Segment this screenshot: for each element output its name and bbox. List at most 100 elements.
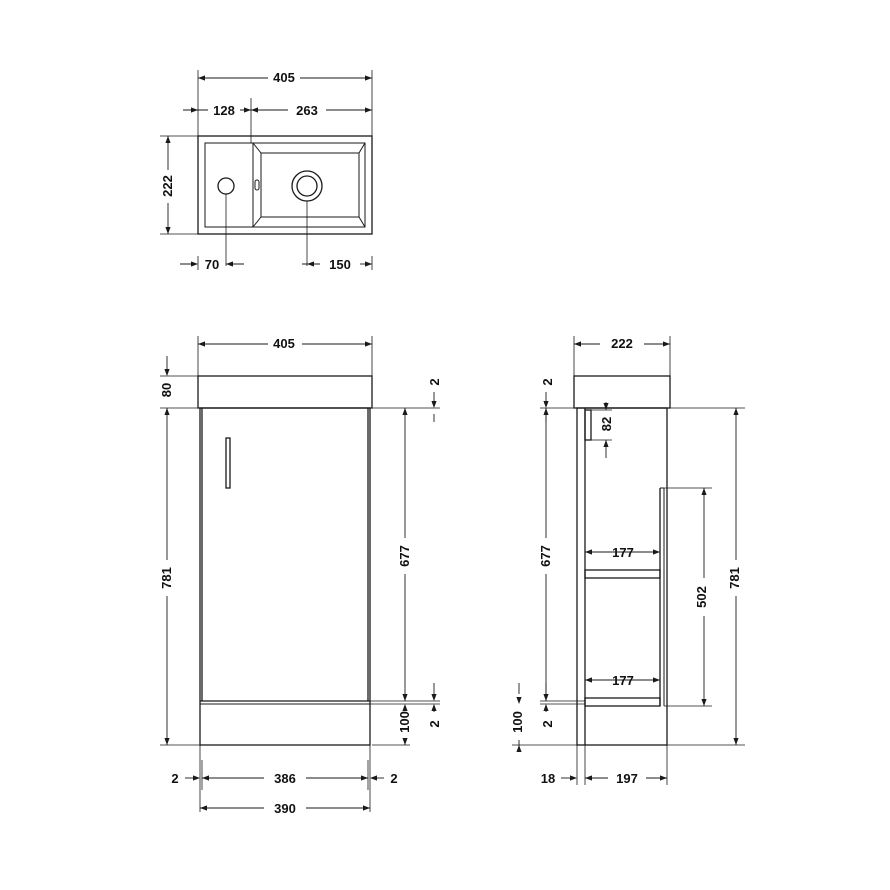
basin-outline xyxy=(197,135,373,235)
dimension-arrow xyxy=(663,341,670,347)
dimension-arrow xyxy=(543,694,549,701)
dimension-arrow xyxy=(516,697,522,704)
side-worktop xyxy=(573,375,671,409)
dimension-arrow xyxy=(198,341,205,347)
dimension-arrow xyxy=(574,341,581,347)
bowl-inner xyxy=(260,152,360,218)
dimension-arrow xyxy=(244,107,251,113)
dimension-arrow xyxy=(200,805,207,811)
bowl-corner-line xyxy=(358,216,366,228)
side-lower-shelf-label: 177 xyxy=(612,673,634,688)
front-door-height-label: 677 xyxy=(397,545,412,567)
top-waste-offset-label: 150 xyxy=(329,257,351,272)
dimension-arrow xyxy=(191,261,198,267)
top-overall-width-label: 405 xyxy=(273,70,295,85)
dimension-arrow xyxy=(603,440,609,447)
dimension-arrow xyxy=(307,261,314,267)
side-upper-shelf-label: 177 xyxy=(612,545,634,560)
dimension-arrow xyxy=(164,369,170,376)
dimension-arrow xyxy=(585,549,592,555)
top-tap-offset-label: 70 xyxy=(205,257,219,272)
dimension-arrow xyxy=(431,704,437,711)
dimension-arrow xyxy=(365,75,372,81)
bowl-corner-line xyxy=(252,216,262,228)
front-top-gap-label: 2 xyxy=(427,378,442,385)
side-interior-height-label: 502 xyxy=(694,586,709,608)
lower-shelf xyxy=(584,697,661,707)
front-worktop-height-label: 80 xyxy=(159,383,174,397)
side-carcass-depth-label: 197 xyxy=(616,771,638,786)
dimension-arrow xyxy=(198,75,205,81)
dimension-arrow xyxy=(653,677,660,683)
front-view xyxy=(197,375,373,746)
dimension-arrow xyxy=(402,694,408,701)
dimension-arrow xyxy=(363,805,370,811)
dimension-arrow xyxy=(660,775,667,781)
dimension-arrow xyxy=(603,403,609,410)
dimension-arrow xyxy=(733,408,739,415)
side-top-depth-label: 222 xyxy=(611,336,633,351)
tap-hole xyxy=(217,177,235,195)
side-plinth-height-label: 100 xyxy=(510,711,525,733)
upper-shelf xyxy=(584,569,661,579)
side-door-thickness-label: 18 xyxy=(541,771,555,786)
dimension-arrow xyxy=(365,107,372,113)
dimension-arrow xyxy=(585,677,592,683)
dimension-arrow xyxy=(165,227,171,234)
basin-deck-inner xyxy=(204,142,366,228)
dimension-arrow xyxy=(202,775,209,781)
dimension-lines xyxy=(160,70,745,812)
dimension-arrow xyxy=(402,738,408,745)
waste-inner xyxy=(296,175,318,197)
side-overall-height-label: 781 xyxy=(727,567,742,589)
dimension-arrow xyxy=(361,775,368,781)
bowl-outer xyxy=(252,142,366,228)
dimension-arrow xyxy=(164,738,170,745)
dimension-arrow xyxy=(516,745,522,752)
dimension-arrow xyxy=(370,775,377,781)
door-handle xyxy=(225,437,231,489)
front-top-width-label: 405 xyxy=(273,336,295,351)
dimension-arrow xyxy=(543,704,549,711)
side-top-gap-label: 2 xyxy=(540,378,555,385)
top-depth-label: 222 xyxy=(160,175,175,197)
dimension-labels: 405 128 263 222 70 150 405 80 2 781 677 … xyxy=(159,70,742,816)
dimension-arrow xyxy=(402,408,408,415)
dimension-arrow xyxy=(543,408,549,415)
overflow-slot xyxy=(254,179,260,191)
front-plinth-height-label: 100 xyxy=(397,711,412,733)
dimension-arrow xyxy=(193,775,200,781)
front-carcass-width-label: 390 xyxy=(274,801,296,816)
dimension-arrow xyxy=(191,107,198,113)
front-bottom-gap-label: 2 xyxy=(427,720,442,727)
top-right-section-label: 263 xyxy=(296,103,318,118)
front-side-left-label: 2 xyxy=(171,771,178,786)
bowl-corner-line xyxy=(358,142,366,154)
dimension-arrow xyxy=(570,775,577,781)
side-carcass xyxy=(576,407,668,746)
dimension-arrow xyxy=(701,488,707,495)
side-handle-height-label: 82 xyxy=(599,417,614,431)
dimension-arrow xyxy=(165,136,171,143)
bowl-corner-line xyxy=(252,142,262,154)
dimension-arrow xyxy=(402,704,408,711)
front-carcass-inner-label: 386 xyxy=(274,771,296,786)
front-side-right-label: 2 xyxy=(390,771,397,786)
top-view xyxy=(197,135,373,266)
side-door-height-label: 677 xyxy=(538,545,553,567)
dimension-arrow xyxy=(431,694,437,701)
dimension-arrow xyxy=(653,549,660,555)
dimension-arrow xyxy=(251,107,258,113)
dimension-arrow xyxy=(226,261,233,267)
dimension-arrow xyxy=(701,699,707,706)
dimension-arrow xyxy=(431,401,437,408)
dimension-arrow xyxy=(365,261,372,267)
side-view xyxy=(573,375,671,746)
top-left-section-label: 128 xyxy=(213,103,235,118)
dimension-arrow xyxy=(365,341,372,347)
side-handle xyxy=(584,409,592,441)
front-worktop xyxy=(197,375,373,409)
dimension-arrow xyxy=(164,408,170,415)
dimension-arrow xyxy=(543,401,549,408)
